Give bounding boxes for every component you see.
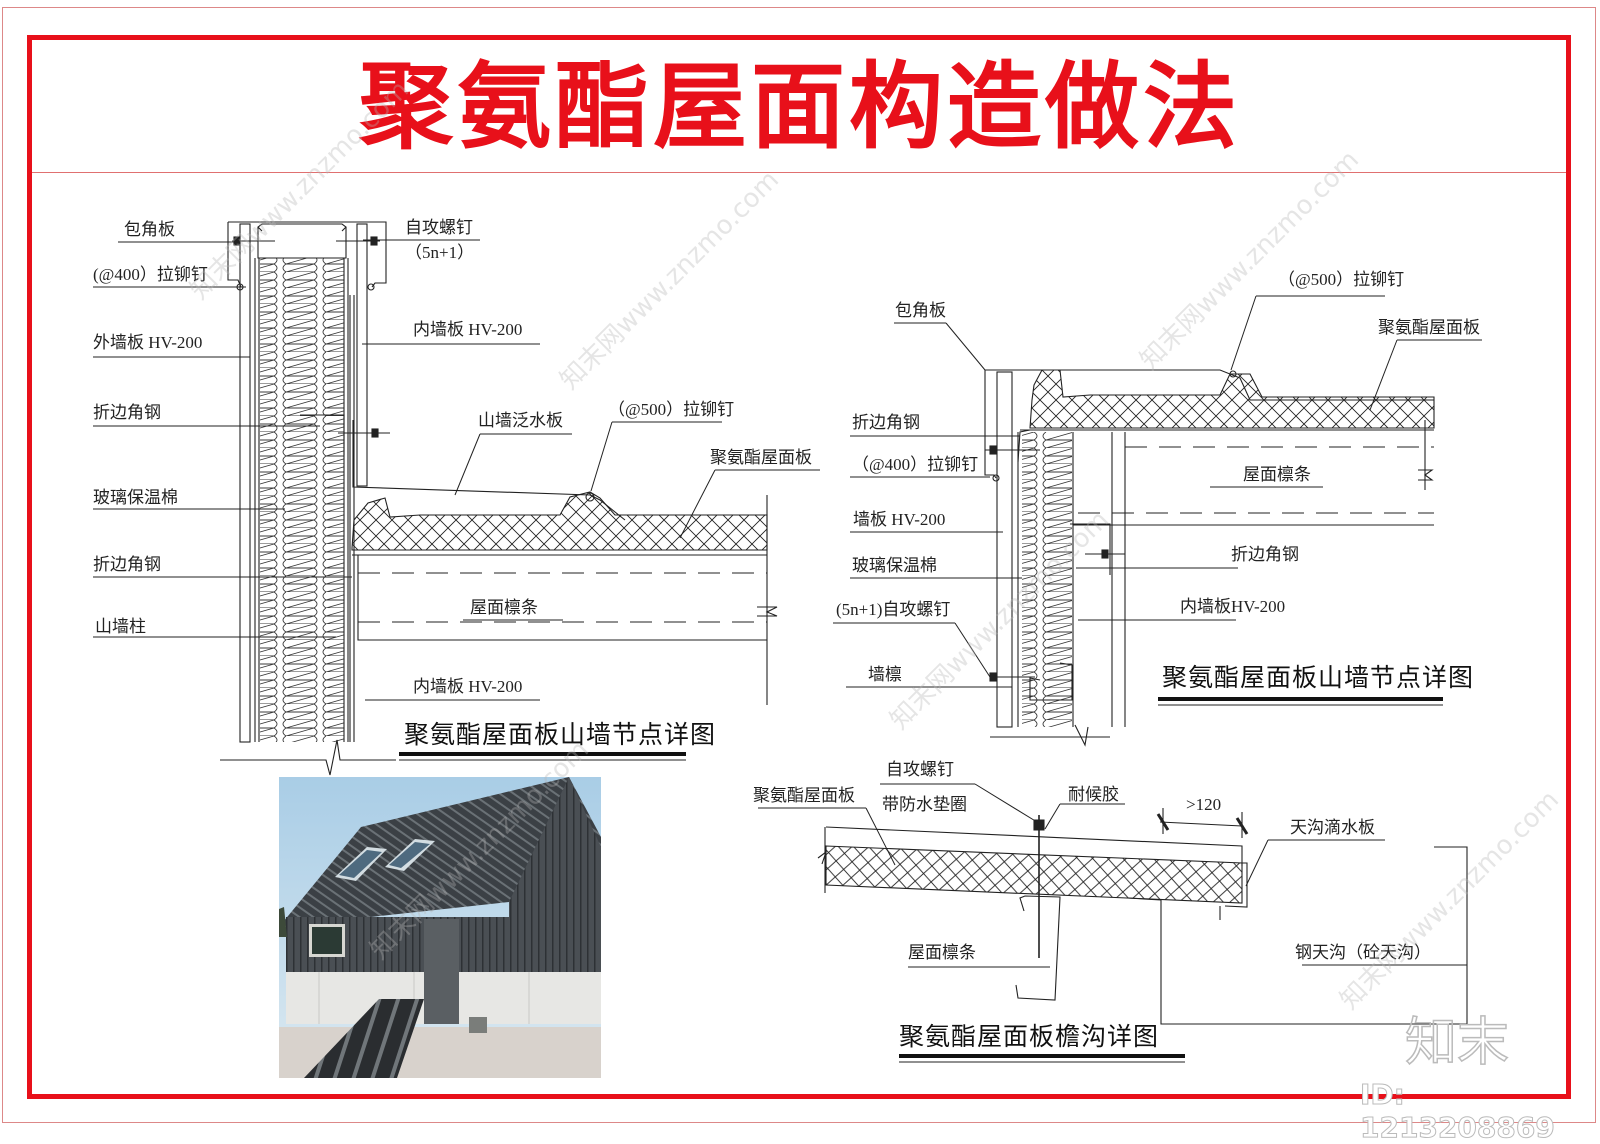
label-inner-wall-panel-bottom: 内墙板 HV-200 (413, 677, 523, 696)
label-screw-eave: 自攻螺钉 (886, 760, 954, 780)
label-pu-roof-panel: 聚氨酯屋面板 (710, 448, 812, 468)
label-roof-purlin: 屋面檩条 (470, 598, 538, 618)
label-roof-purlin-eave: 屋面檩条 (908, 943, 976, 963)
label-screw-right: (5n+1)自攻螺钉 (836, 600, 951, 619)
label-self-tapping-screw: 自攻螺钉 (405, 218, 473, 238)
label-steel-gutter: 钢天沟（砼天沟） (1295, 943, 1431, 963)
glass-wool-insulation-left (260, 258, 344, 742)
label-inner-wall-panel-right: 内墙板HV-200 (1180, 597, 1286, 616)
label-gable-column: 山墙柱 (95, 617, 146, 637)
leader-lines-eave (758, 783, 1467, 1063)
label-overhang-dimension: >120 (1186, 795, 1222, 814)
caption-gable-right: 聚氨酯屋面板山墙节点详图 (1162, 663, 1475, 692)
label-glass-wool: 玻璃保温棉 (93, 488, 178, 508)
label-drip-plate: 天沟滴水板 (1290, 818, 1375, 838)
label-screw-qty: （5n+1） (405, 243, 475, 262)
label-folded-angle-right-2: 折边角钢 (1231, 545, 1299, 565)
label-rivet-500: （@500）拉铆钉 (608, 400, 735, 419)
watermark-id: ID: 1213208869 (1360, 1078, 1556, 1144)
caption-eave-gutter: 聚氨酯屋面板檐沟详图 (899, 1022, 1160, 1051)
label-folded-angle-right-1: 折边角钢 (852, 413, 920, 433)
label-wall-purlin: 墙檩 (868, 665, 902, 685)
leader-lines-left (93, 239, 820, 761)
label-washer: 带防水垫圈 (882, 795, 967, 815)
house-with-metal-roof-photo (279, 777, 601, 1078)
detail-eave-gutter-drawing (817, 808, 1468, 1025)
label-folded-angle-2: 折边角钢 (93, 555, 161, 575)
caption-gable-left: 聚氨酯屋面板山墙节点详图 (404, 720, 717, 749)
label-rivet-500-right: （@500）拉铆钉 (1278, 270, 1405, 289)
label-sealant: 耐候胶 (1068, 785, 1119, 805)
label-corner-plate-right: 包角板 (895, 301, 946, 321)
glass-wool-insulation-right (1022, 432, 1072, 727)
label-rivet-400-right: （@400）拉铆钉 (852, 455, 979, 474)
label-wall-panel-right: 墙板 HV-200 (853, 510, 946, 529)
label-glass-wool-right: 玻璃保温棉 (852, 556, 937, 576)
label-pu-roof-panel-eave: 聚氨酯屋面板 (753, 786, 855, 806)
outer-frame (2, 7, 1596, 1123)
sheet-title: 聚氨酯屋面构造做法 (358, 53, 1241, 162)
label-corner-plate: 包角板 (124, 220, 175, 240)
title-divider (32, 172, 1566, 173)
label-pu-roof-panel-right: 聚氨酯屋面板 (1378, 318, 1480, 338)
label-folded-angle-1: 折边角钢 (93, 403, 161, 423)
watermark-logo: 知末 (1404, 1012, 1510, 1074)
drawing-border (27, 35, 1571, 1099)
label-inner-wall-panel-top: 内墙板 HV-200 (413, 320, 523, 339)
label-outer-wall-panel: 外墙板 HV-200 (93, 333, 203, 352)
leader-lines-right (833, 295, 1482, 706)
label-rivet-400: (@400）拉铆钉 (93, 265, 208, 284)
label-roof-purlin-right: 屋面檩条 (1243, 465, 1311, 485)
detail-gable-right-drawing (984, 369, 1435, 747)
label-gable-flashing: 山墙泛水板 (478, 411, 563, 431)
